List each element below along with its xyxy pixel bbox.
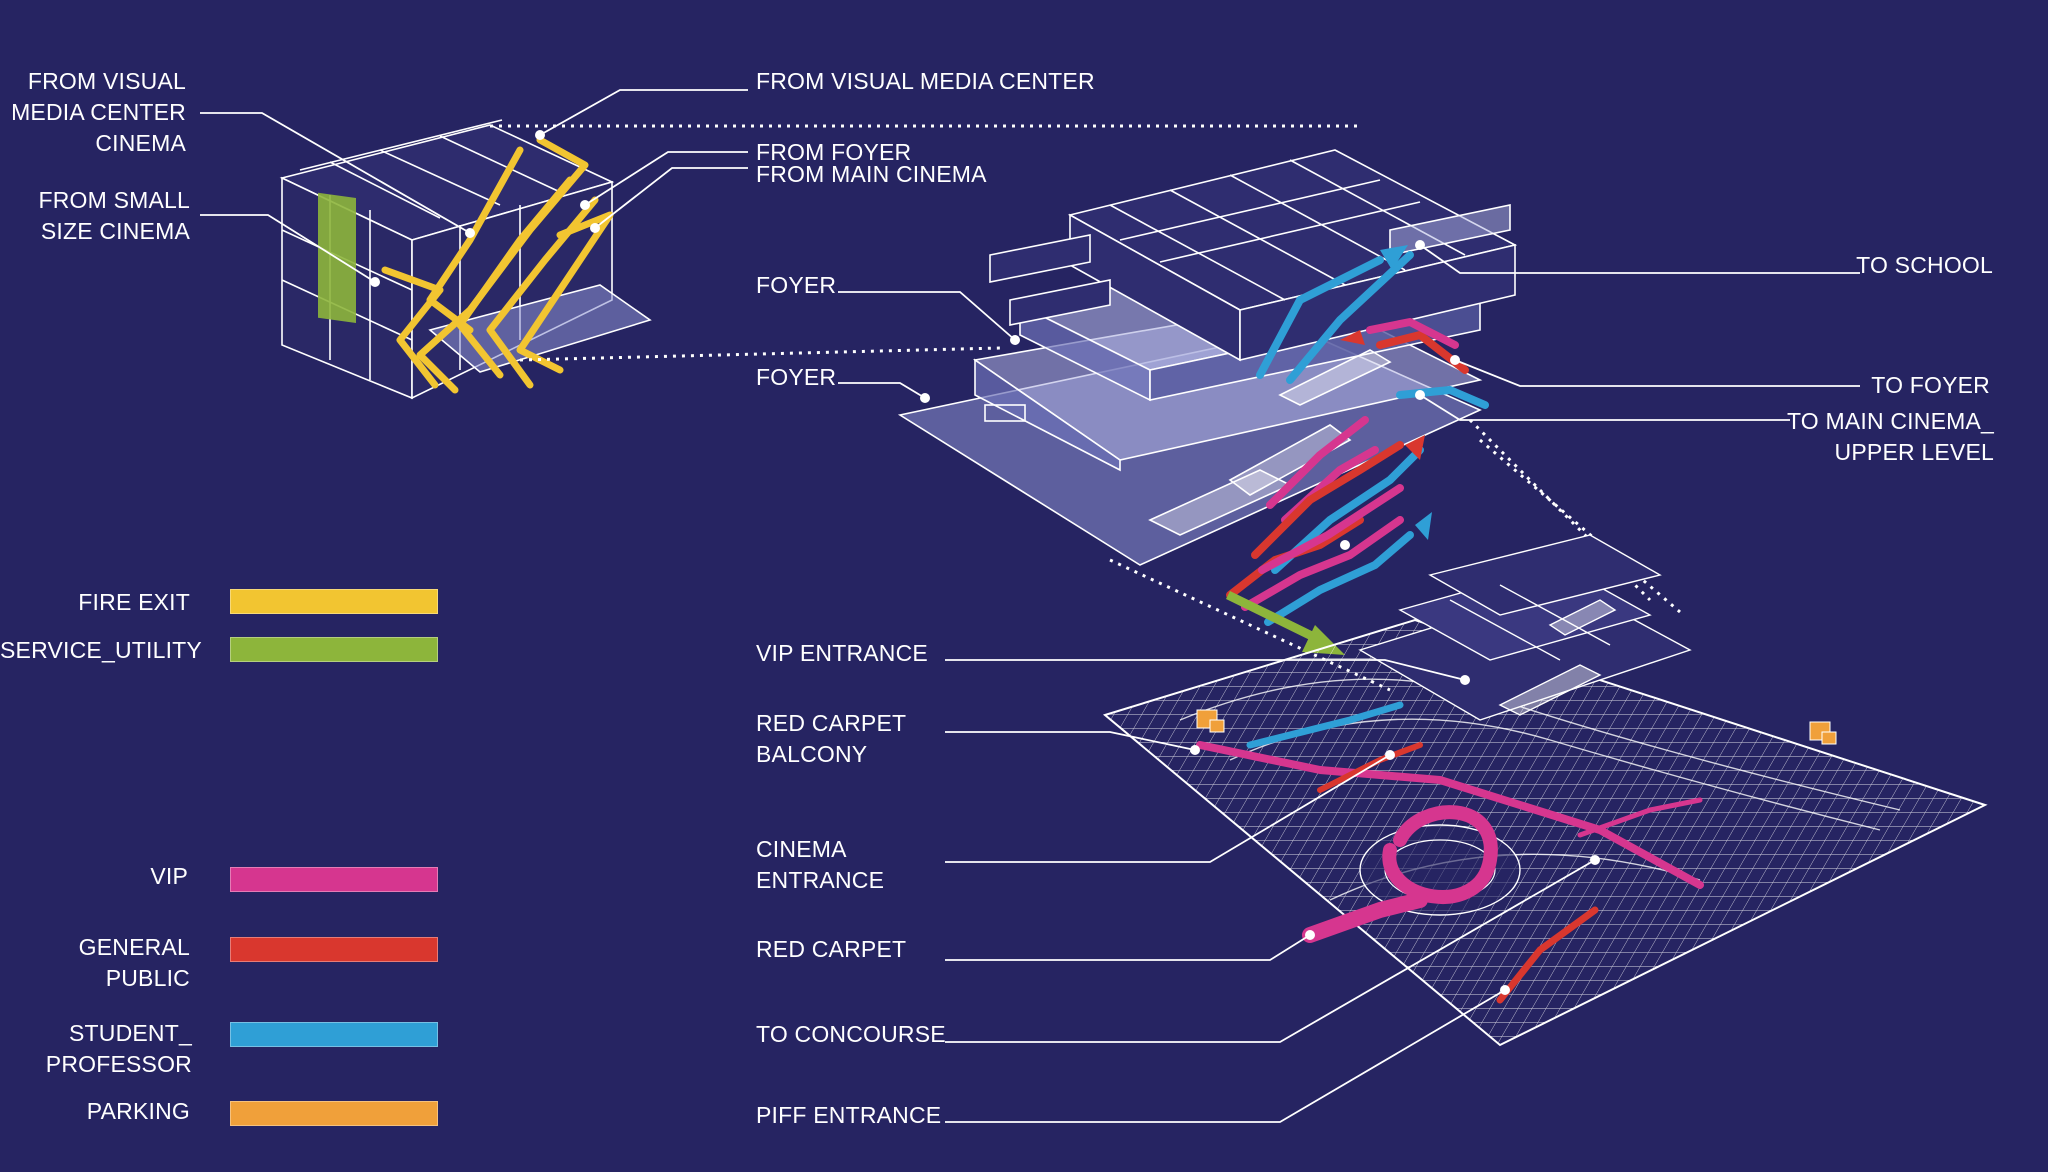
label-vip-entrance: VIP ENTRANCE — [756, 640, 928, 666]
label-from-foyer: FROM FOYER — [756, 139, 912, 165]
legend-swatch-general-public — [230, 937, 438, 962]
label-from-visual-media-center: FROM VISUAL MEDIA CENTER — [756, 68, 1095, 94]
site-building — [1358, 534, 1692, 721]
dotted-connectors — [490, 124, 1681, 692]
label-to-school: TO SCHOOL — [1856, 252, 1993, 278]
leader-lines — [200, 89, 1860, 1123]
label-to-concourse: TO CONCOURSE — [756, 1021, 946, 1047]
label-red-carpet: RED CARPET — [756, 936, 907, 962]
legend-swatch-fire-exit — [230, 589, 438, 614]
legend-label-general-public: GENERAL PUBLIC — [78, 934, 190, 991]
legend-swatch-service-utility — [230, 637, 438, 662]
label-red-carpet-balcony: RED CARPET BALCONY — [756, 710, 907, 767]
middle-arrow-heads — [1340, 245, 1432, 540]
label-to-main-cinema-upper-level: TO MAIN CINEMA_ UPPER LEVEL — [1786, 408, 1994, 465]
legend-label-fire-exit: FIRE EXIT — [78, 589, 190, 615]
legend-label-service-utility: SERVICE_UTILITY — [0, 637, 202, 663]
middle-building — [897, 149, 1518, 566]
parking-icons — [1196, 709, 1837, 745]
legend-label-vip: VIP — [150, 863, 188, 889]
label-piff-entrance: PIFF ENTRANCE — [756, 1102, 942, 1128]
label-foyer-lower: FOYER — [756, 364, 837, 390]
label-from-small-size-cinema: FROM SMALL SIZE CINEMA — [38, 187, 190, 244]
legend-label-student-professor: STUDENT_ PROFESSOR — [45, 1020, 192, 1077]
label-foyer-upper: FOYER — [756, 272, 837, 298]
legend-label-parking: PARKING — [86, 1098, 190, 1124]
leader-dots — [370, 130, 1600, 995]
legend-swatch-vip — [230, 867, 438, 892]
legend-swatch-student-professor — [230, 1022, 438, 1047]
label-from-main-cinema: FROM MAIN CINEMA — [756, 161, 987, 187]
label-cinema-entrance: CINEMA ENTRANCE — [756, 836, 885, 893]
label-from-vmc-cinema: FROM VISUAL MEDIA CENTER CINEMA — [11, 68, 186, 156]
legend-swatch-parking — [230, 1101, 438, 1126]
fire-exit-routes — [381, 136, 614, 394]
label-to-foyer: TO FOYER — [1871, 372, 1990, 398]
